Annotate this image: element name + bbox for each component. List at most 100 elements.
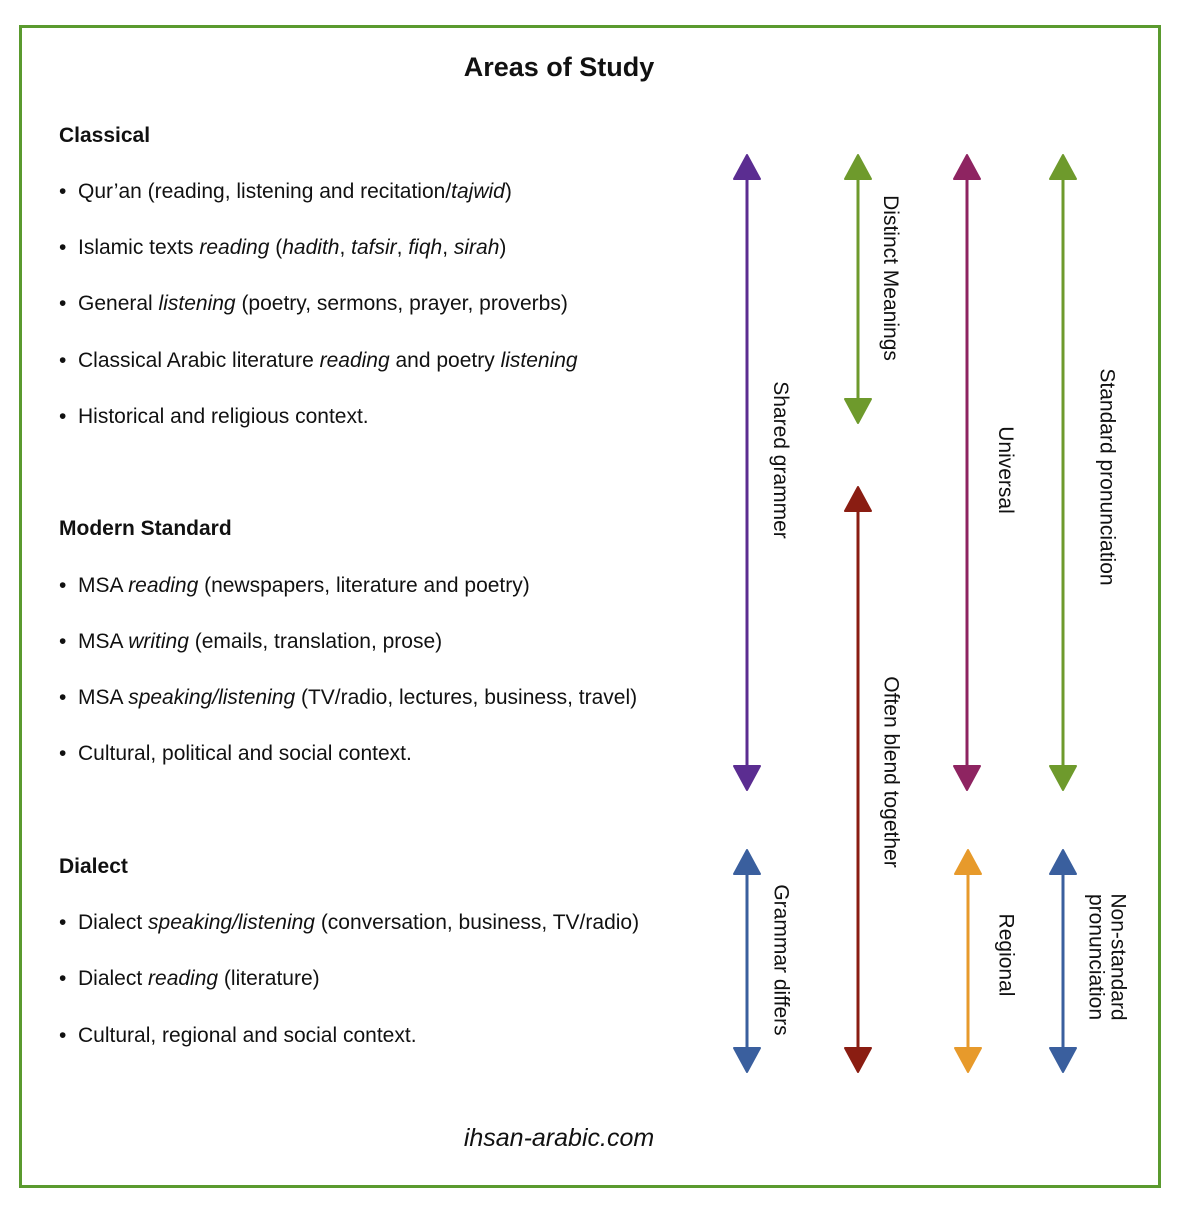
arrowhead-up bbox=[1049, 154, 1077, 180]
regional-label: Regional bbox=[993, 913, 1017, 997]
arrowhead-down bbox=[733, 1047, 761, 1073]
arrowhead-up bbox=[733, 154, 761, 180]
arrowhead-up bbox=[1049, 849, 1077, 875]
arrowhead-down bbox=[1049, 765, 1077, 791]
bullet: • bbox=[59, 349, 67, 372]
distinct-meanings-label: Distinct Meanings bbox=[878, 195, 902, 361]
text-run: Qur’an (reading, listening and recitatio… bbox=[78, 180, 452, 203]
section-heading-modern-standard: Modern Standard bbox=[59, 517, 232, 540]
regional-arrow bbox=[954, 849, 982, 1073]
bullet: • bbox=[59, 405, 67, 428]
italic-text: speaking/listening bbox=[148, 911, 315, 934]
label-line: Non-standard bbox=[1106, 893, 1130, 1021]
often-blend-together-label: Often blend together bbox=[879, 676, 903, 868]
footer-website: ihsan-arabic.com bbox=[463, 1124, 655, 1152]
list-item: • MSA reading (newspapers, literature and… bbox=[59, 574, 530, 598]
section-heading-dialect: Dialect bbox=[59, 855, 128, 878]
list-item: • Dialect reading (literature) bbox=[59, 967, 320, 991]
shared-grammer-arrow bbox=[733, 154, 761, 791]
bullet: • bbox=[59, 574, 67, 597]
bullet: • bbox=[59, 742, 67, 765]
text-run: General bbox=[78, 292, 159, 315]
italic-text: listening bbox=[500, 349, 578, 372]
list-item: • Qur’an (reading, listening and recitati… bbox=[59, 180, 512, 204]
arrowhead-down bbox=[733, 765, 761, 791]
italic-text: reading bbox=[199, 236, 270, 259]
text-run: MSA bbox=[78, 630, 129, 653]
text-run: ) bbox=[499, 236, 507, 259]
list-item: • General listening (poetry, sermons, pra… bbox=[59, 292, 568, 316]
arrowhead-down bbox=[844, 398, 872, 424]
standard-pronunciation-arrow bbox=[1049, 154, 1077, 791]
arrowhead-up bbox=[844, 486, 872, 512]
list-item: • MSA writing (emails, translation, prose… bbox=[59, 630, 442, 654]
list-item: • MSA speaking/listening (TV/radio, lectu… bbox=[59, 686, 637, 710]
universal-arrow bbox=[953, 154, 981, 791]
list-item: • Cultural, regional and social context. bbox=[59, 1024, 417, 1048]
non-standard-pronunciation-arrow bbox=[1049, 849, 1077, 1073]
text-run: Classical Arabic literature bbox=[78, 349, 320, 372]
label-line: pronunciation bbox=[1084, 893, 1108, 1021]
italic-text: hadith bbox=[282, 236, 340, 259]
italic-text: listening bbox=[158, 292, 236, 315]
list-item: •Islamic texts reading (hadith, tafsir, … bbox=[59, 236, 506, 260]
italic-text: reading bbox=[128, 574, 199, 597]
universal-label: Universal bbox=[993, 426, 1017, 514]
text-run: (poetry, sermons, prayer, proverbs) bbox=[235, 292, 568, 315]
text-run: MSA bbox=[78, 686, 129, 709]
bullet: • bbox=[59, 1024, 67, 1047]
list-item: • Historical and religious context. bbox=[59, 405, 369, 429]
distinct-meanings-arrow bbox=[844, 154, 872, 424]
often-blend-together-arrow bbox=[844, 486, 872, 1073]
bullet: • bbox=[59, 236, 67, 259]
text-run: Dialect bbox=[78, 967, 149, 990]
grammar-differs-arrow bbox=[733, 849, 761, 1073]
section-heading-classical: Classical bbox=[59, 124, 151, 147]
text-run: MSA bbox=[78, 574, 129, 597]
arrowhead-up bbox=[844, 154, 872, 180]
italic-text: tafsir bbox=[351, 236, 397, 259]
arrowhead-up bbox=[953, 154, 981, 180]
text-run: Historical and religious context. bbox=[78, 405, 369, 428]
text-run: (TV/radio, lectures, business, travel) bbox=[295, 686, 638, 709]
italic-text: sirah bbox=[453, 236, 500, 259]
text-run: Cultural, political and social context. bbox=[78, 742, 412, 765]
text-run: Islamic texts bbox=[78, 236, 200, 259]
text-run: (newspapers, literature and poetry) bbox=[198, 574, 530, 597]
bullet: • bbox=[59, 686, 67, 709]
text-run: Cultural, regional and social context. bbox=[78, 1024, 417, 1047]
text-run: (literature) bbox=[218, 967, 320, 990]
list-item: • Dialect speaking/listening (conversatio… bbox=[59, 911, 639, 935]
arrowhead-down bbox=[1049, 1047, 1077, 1073]
arrowhead-down bbox=[953, 765, 981, 791]
page-title: Areas of Study bbox=[463, 52, 655, 82]
text-run: (conversation, business, TV/radio) bbox=[314, 911, 640, 934]
grammar-differs-label: Grammar differs bbox=[769, 884, 793, 1036]
text-run: (emails, translation, prose) bbox=[188, 630, 443, 653]
italic-text: speaking/listening bbox=[128, 686, 296, 709]
italic-text: writing bbox=[128, 630, 189, 653]
bullet: • bbox=[59, 911, 67, 934]
text-run: , bbox=[396, 236, 409, 259]
bullet: • bbox=[59, 630, 67, 653]
bullet: • bbox=[59, 292, 67, 315]
italic-text: reading bbox=[319, 349, 390, 372]
bullet: • bbox=[59, 967, 67, 990]
diagram-frame bbox=[19, 25, 1161, 1188]
text-run: ) bbox=[504, 180, 512, 203]
arrowhead-up bbox=[954, 849, 982, 875]
text-run: and poetry bbox=[389, 349, 501, 372]
italic-text: reading bbox=[148, 967, 219, 990]
text-run: ( bbox=[269, 236, 283, 259]
bullet: • bbox=[59, 180, 67, 203]
standard-pronunciation-label: Standard pronunciation bbox=[1095, 368, 1119, 586]
italic-text: fiqh bbox=[408, 236, 443, 259]
text-run: , bbox=[339, 236, 352, 259]
shared-grammer-label: Shared grammer bbox=[768, 381, 792, 539]
arrowhead-up bbox=[733, 849, 761, 875]
list-item: • Classical Arabic literature reading and… bbox=[59, 349, 578, 373]
italic-text: tajwid bbox=[451, 180, 505, 203]
text-run: Dialect bbox=[78, 911, 149, 934]
